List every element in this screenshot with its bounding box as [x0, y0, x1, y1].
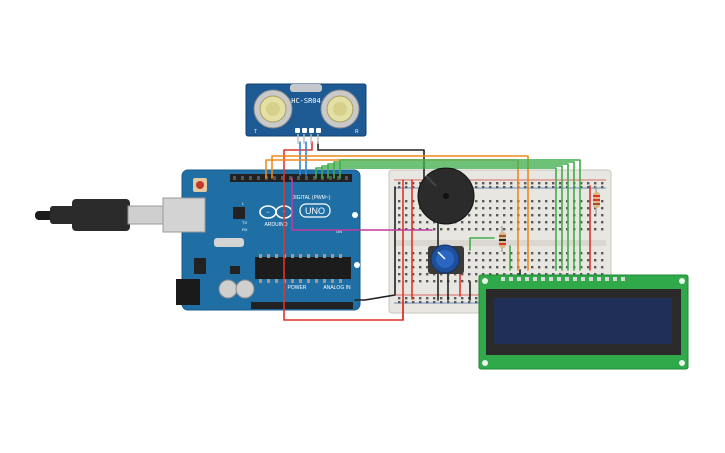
sensor-label: HC-SR04 [291, 97, 321, 105]
led-label-tx: TX [242, 220, 247, 225]
uno-label: UNO [305, 206, 325, 216]
led-label-l: L [242, 201, 245, 206]
svg-text:−: − [266, 210, 270, 216]
capacitor [218, 279, 238, 299]
ultrasonic-sensor: HC-SR04 T R [245, 83, 367, 144]
wires [265, 141, 591, 321]
digital-label: DIGITAL (PWM~) [292, 195, 331, 201]
power-jack [176, 279, 200, 305]
resistor [499, 226, 506, 252]
usb-cable [35, 199, 165, 231]
capacitor [235, 279, 255, 299]
power-label: POWER [288, 285, 307, 291]
led-label-on: ON [336, 229, 342, 234]
sensor-mark-t: T [254, 129, 257, 135]
arduino-uno-board: DIGITAL (PWM~) POWER ANALOG IN − + ARDUI… [162, 169, 361, 311]
potentiometer [428, 244, 464, 274]
lcd-screen [494, 298, 672, 344]
arduino-logo-text: ARDUINO [264, 222, 287, 228]
usb-port [162, 197, 206, 233]
lcd-display [478, 274, 689, 370]
power-analog-header [251, 302, 353, 309]
piezo-buzzer [417, 167, 475, 225]
microcontroller-chip [255, 257, 351, 279]
analog-label: ANALOG IN [323, 285, 351, 291]
resistor [593, 186, 600, 214]
sensor-mark-r: R [355, 129, 359, 135]
led-label-rx: RX [242, 227, 248, 232]
